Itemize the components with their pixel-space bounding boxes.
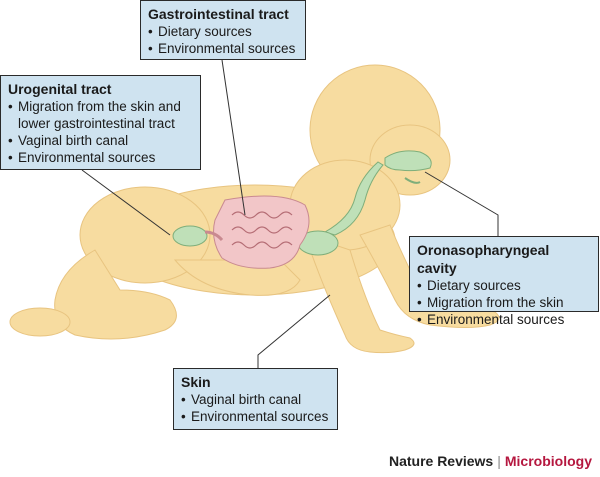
- leader-lines: [81, 59, 499, 368]
- journal-credit: Nature Reviews|Microbiology: [389, 453, 592, 469]
- nasal-cavity: [384, 150, 432, 172]
- infant-hips: [79, 186, 211, 284]
- skin-sources: Vaginal birth canal Environmental source…: [181, 391, 330, 425]
- credit-brand: Nature Reviews: [388, 453, 494, 469]
- list-item: Environmental sources: [417, 311, 591, 328]
- urogenital-sources: Migration from the skin and lower gastro…: [8, 98, 193, 166]
- oronasopharyngeal-sources: Dietary sources Migration from the skin …: [417, 277, 591, 328]
- list-item: Environmental sources: [8, 149, 193, 166]
- gastrointestinal-sources: Dietary sources Environmental sources: [148, 23, 298, 57]
- list-item: Environmental sources: [181, 408, 330, 425]
- oronasopharyngeal-leader: [424, 171, 499, 236]
- mouth-line: [404, 177, 421, 184]
- list-item: Dietary sources: [148, 23, 298, 40]
- urogenital-label-box: Urogenital tract Migration from the skin…: [0, 75, 201, 170]
- skin-leader: [257, 294, 331, 368]
- list-item: Migration from the skin: [417, 294, 591, 311]
- oronasopharyngeal-label-box: Oronasopharyngeal cavity Dietary sources…: [409, 236, 599, 328]
- list-item: Environmental sources: [148, 40, 298, 57]
- intestine-coils: [231, 211, 293, 249]
- list-item-continuation: lower gastrointestinal tract: [18, 116, 175, 131]
- oronasopharyngeal-title: Oronasopharyngeal cavity: [417, 242, 550, 276]
- credit-journal: Microbiology: [504, 453, 592, 469]
- urogenital-tract: [172, 225, 224, 247]
- urogenital-leader: [81, 169, 171, 236]
- gastrointestinal-title: Gastrointestinal tract: [148, 6, 289, 22]
- urogenital-title: Urogenital tract: [8, 81, 112, 97]
- rectum: [204, 230, 224, 242]
- list-item: Vaginal birth canal: [8, 132, 193, 149]
- gastrointestinal-label-box: Gastrointestinal tract Dietary sources E…: [140, 0, 306, 60]
- infant-back-foot: [9, 307, 71, 337]
- infant-back-arm: [304, 234, 415, 354]
- skin-title: Skin: [181, 374, 211, 390]
- list-item: Vaginal birth canal: [181, 391, 330, 408]
- skin-label-box: Skin Vaginal birth canal Environmental s…: [173, 368, 338, 430]
- list-item: Migration from the skin and: [8, 98, 193, 115]
- small-intestine: [213, 195, 310, 269]
- infant-front-leg: [173, 259, 301, 296]
- list-item: Dietary sources: [417, 277, 591, 294]
- bladder: [172, 225, 208, 247]
- infant-back-leg: [54, 249, 177, 340]
- gastrointestinal-leader: [221, 59, 246, 216]
- credit-separator: |: [497, 453, 501, 469]
- oronasopharyngeal-tract: [297, 150, 432, 256]
- intestines: [213, 195, 310, 269]
